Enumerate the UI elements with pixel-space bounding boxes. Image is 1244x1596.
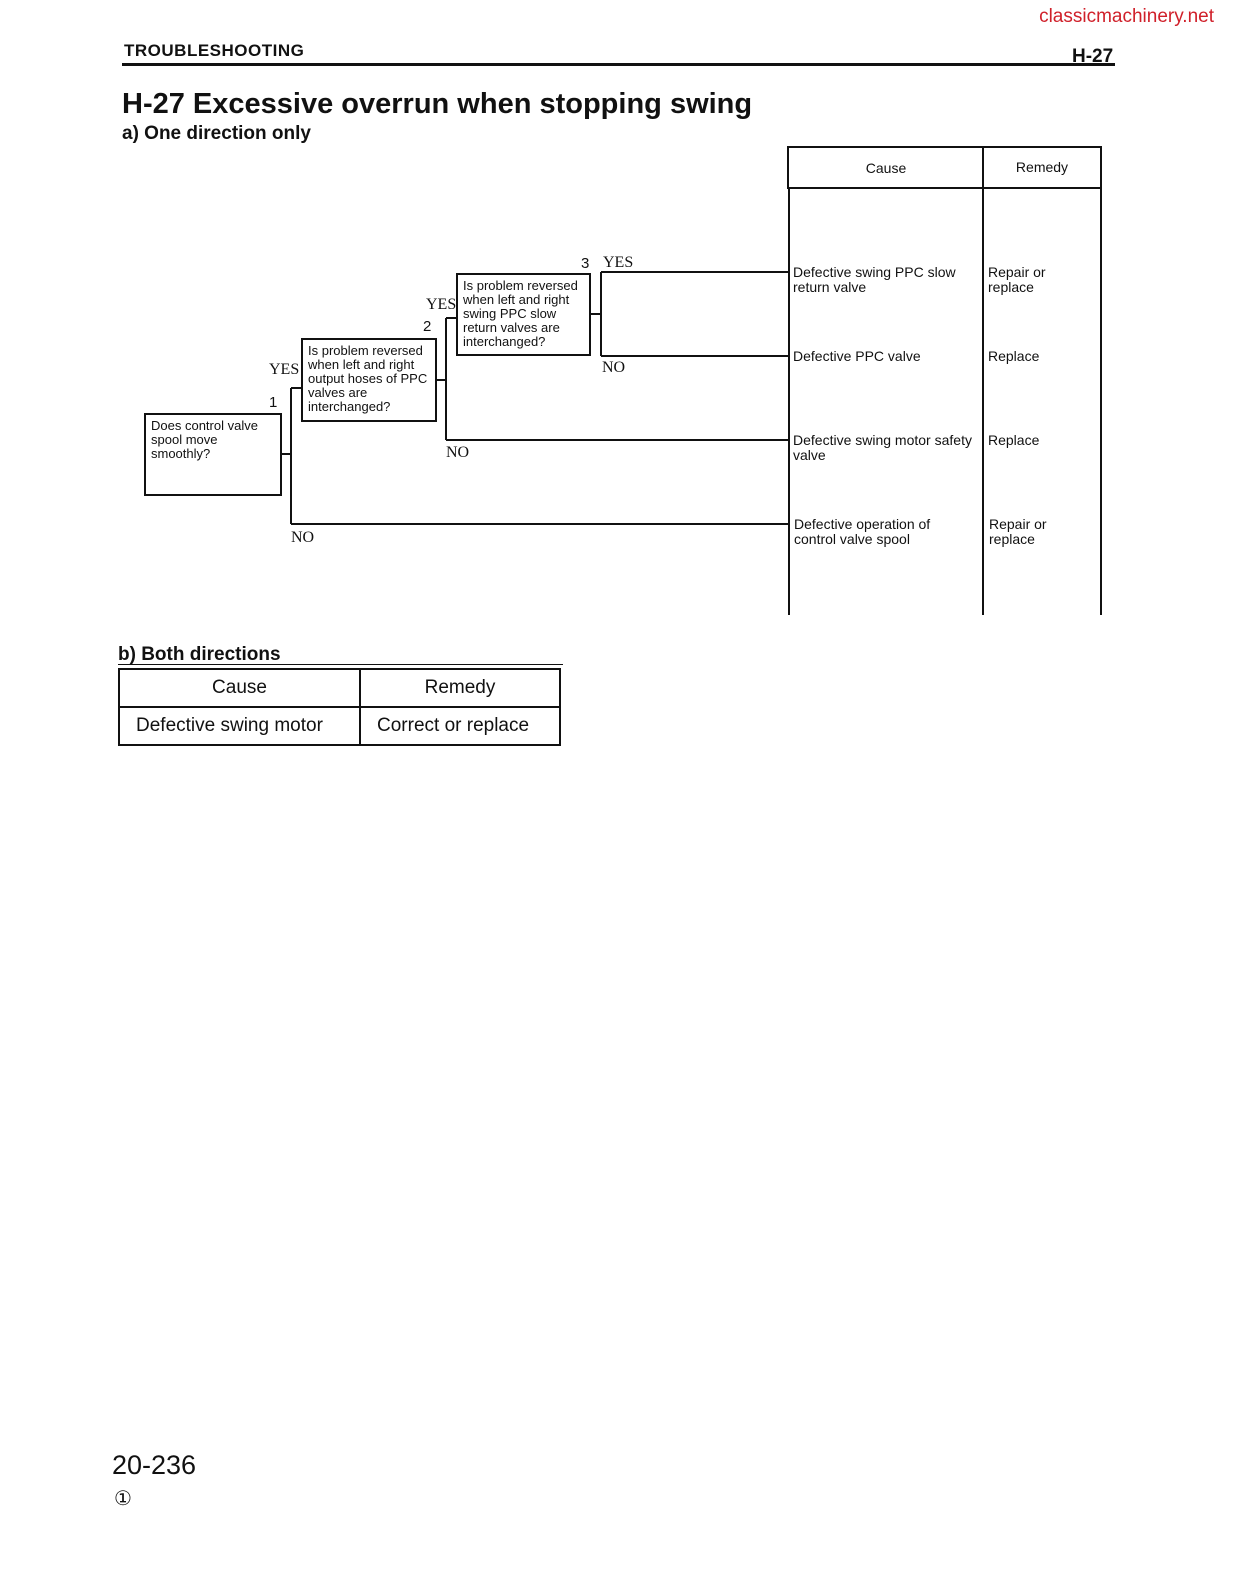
table-row: Defective swing motor Correct or replace [118,706,561,746]
part-b-heading: b) Both directions [118,644,281,665]
remedy-column-header: Remedy [1015,159,1069,175]
table-header-row: Cause Remedy [118,668,561,708]
no-label-3: NO [602,359,626,376]
result-4-remedy: Repair or replace [989,516,1047,547]
result-3-remedy: Replace [988,432,1040,448]
result-2-remedy: Replace [988,348,1040,364]
cause-header-cell: Cause [118,668,361,708]
yes-label-2: YES [426,296,457,313]
flowchart-lines [282,146,1102,615]
question-2-box: Is problem reversed when left and right … [301,338,437,422]
result-1-cause: Defective swing PPC slow return valve [793,264,956,295]
both-directions-table: Cause Remedy Defective swing motor Corre… [118,668,561,746]
question-1-box: Does control valve spool move smoothly? [144,413,282,496]
cause-cell: Defective swing motor [118,706,361,746]
watermark: classicmachinery.net [1039,6,1214,27]
remedy-cell: Correct or replace [359,706,561,746]
question-3-box: Is problem reversed when left and right … [456,273,591,356]
section-header: TROUBLESHOOTING [124,41,305,60]
remedy-header-cell: Remedy [359,668,561,708]
yes-label-1: YES [269,361,300,378]
part-b-rule [118,664,563,665]
no-label-2: NO [446,444,470,461]
page-number: 20-236 [112,1450,197,1480]
header-rule [122,63,1115,66]
cause-column-header: Cause [865,160,907,176]
question-1-number: 1 [269,394,278,411]
result-table-frame [787,146,1102,189]
page-title: H-27 Excessive overrun when stopping swi… [122,88,753,120]
result-1-remedy: Repair or replace [988,264,1046,295]
yes-label-3: YES [603,254,634,271]
question-2-number: 2 [423,318,432,335]
result-4-cause: Defective operation of control valve spo… [794,516,931,547]
result-3-cause: Defective swing motor safety valve [793,432,972,463]
section-code: H-27 [1072,46,1114,67]
question-3-number: 3 [581,255,590,272]
no-label-1: NO [291,529,315,546]
part-a-heading: a) One direction only [122,123,311,144]
revision-mark: ① [114,1488,132,1510]
result-2-cause: Defective PPC valve [793,348,921,364]
